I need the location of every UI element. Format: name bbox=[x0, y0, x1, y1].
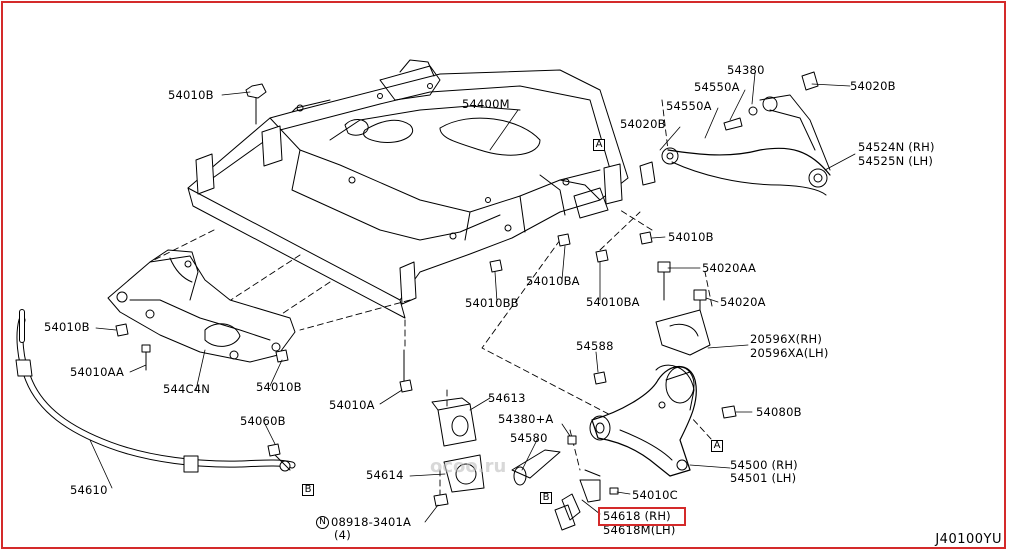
fasteners bbox=[115, 83, 737, 507]
subframe-drawing bbox=[187, 59, 629, 319]
label-54010b-left: 54010B bbox=[44, 320, 90, 334]
label-20596xa: 20596XA(LH) bbox=[750, 346, 829, 360]
label-54525n: 54525N (LH) bbox=[858, 154, 934, 168]
label-20596x: 20596X(RH) bbox=[750, 332, 823, 346]
ref-marker-b-left: B bbox=[302, 484, 314, 496]
label-54010ba-2: 54010BA bbox=[586, 295, 640, 309]
bushing-drawing bbox=[431, 397, 601, 531]
label-54020b-top: 54020B bbox=[850, 79, 896, 93]
label-54613: 54613 bbox=[488, 391, 526, 405]
stabilizer-bar-drawing bbox=[15, 309, 296, 473]
label-544c4n: 544C4N bbox=[163, 382, 211, 396]
label-54020aa: 54020AA bbox=[702, 261, 757, 275]
label-54610: 54610 bbox=[70, 483, 108, 497]
leader-lines bbox=[89, 72, 856, 523]
ref-marker-a-top: A bbox=[593, 139, 605, 151]
upper-arm-drawing bbox=[639, 71, 831, 196]
ref-marker-b-right: B bbox=[540, 492, 552, 504]
ref-marker-a-bottom: A bbox=[711, 440, 723, 452]
label-08918-qty: (4) bbox=[334, 528, 351, 542]
label-54618m: 54618M(LH) bbox=[603, 523, 676, 537]
label-54080b: 54080B bbox=[756, 405, 802, 419]
label-54550a-2: 54550A bbox=[666, 99, 712, 113]
label-54010b-lower: 54010B bbox=[256, 380, 302, 394]
selected-part-highlight[interactable] bbox=[598, 507, 686, 526]
label-54580: 54580 bbox=[510, 431, 548, 445]
label-54010ba-1: 54010BA bbox=[526, 274, 580, 288]
label-54400m: 54400M bbox=[462, 97, 510, 111]
label-08918: 08918-3401A bbox=[331, 515, 412, 529]
watermark: ocoo.ru bbox=[430, 456, 507, 477]
bracket-drawing bbox=[107, 249, 296, 363]
label-54010bb: 54010BB bbox=[465, 296, 519, 310]
label-54618: 54618 (RH) bbox=[603, 509, 671, 523]
label-54500: 54500 (RH) bbox=[730, 458, 798, 472]
label-54524n: 54524N (RH) bbox=[858, 140, 935, 154]
label-54588: 54588 bbox=[576, 339, 614, 353]
label-54380: 54380 bbox=[727, 63, 765, 77]
label-54010aa: 54010AA bbox=[70, 365, 125, 379]
lower-arm-drawing bbox=[589, 364, 697, 477]
diagram-code: J40100YU bbox=[935, 532, 1002, 547]
label-54614: 54614 bbox=[366, 468, 404, 482]
label-54501: 54501 (LH) bbox=[730, 471, 797, 485]
label-54010b-right: 54010B bbox=[668, 230, 714, 244]
label-54020a: 54020A bbox=[720, 295, 766, 309]
label-54380a: 54380+A bbox=[498, 412, 554, 426]
label-54010b-top: 54010B bbox=[168, 88, 214, 102]
label-54010a: 54010A bbox=[329, 398, 375, 412]
label-54550a-1: 54550A bbox=[694, 80, 740, 94]
ref-marker-n: N bbox=[316, 516, 329, 529]
label-54020b-mid: 54020B bbox=[620, 117, 666, 131]
label-54010c: 54010C bbox=[632, 488, 678, 502]
label-54060b: 54060B bbox=[240, 414, 286, 428]
